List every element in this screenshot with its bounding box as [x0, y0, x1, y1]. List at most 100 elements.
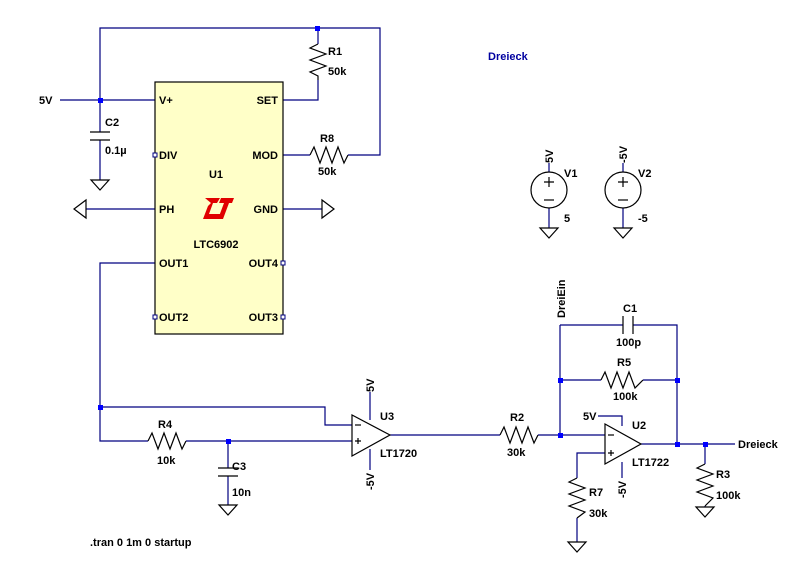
r7-body	[567, 477, 587, 519]
pin-out2	[152, 314, 158, 320]
c1-value: 100p	[616, 337, 641, 349]
schematic-title: Dreieck	[488, 51, 529, 63]
r8-value: 50k	[318, 166, 337, 178]
u2-vneg: -5V	[617, 480, 629, 498]
v1-plus	[544, 177, 554, 187]
v1-ref: V1	[564, 168, 577, 180]
junction	[675, 378, 680, 383]
wire-c1	[560, 324, 678, 444]
pin-out3	[280, 314, 286, 320]
pin-div	[152, 152, 158, 158]
u2-triangle	[604, 422, 643, 466]
ground-icon	[612, 227, 634, 239]
junction	[558, 433, 563, 438]
v1-value: 5	[564, 213, 570, 225]
spice-directive: .tran 0 1m 0 startup	[90, 537, 192, 549]
ic-body	[154, 81, 284, 335]
net-label-output: Dreieck	[738, 439, 779, 451]
v1-net: 5V	[544, 149, 556, 163]
pin-label-out4: OUT4	[249, 258, 279, 270]
c2-body	[90, 131, 110, 141]
pin-label-ph: PH	[159, 204, 174, 216]
junction	[226, 439, 231, 444]
pin-label-div: DIV	[159, 150, 178, 162]
r4-body	[147, 431, 187, 451]
resistor-r2[interactable]: R2 30k	[499, 412, 539, 459]
r1-value: 50k	[328, 66, 347, 78]
pin-label-vplus: V+	[159, 95, 173, 107]
v2-value: -5	[638, 213, 648, 225]
junction	[558, 378, 563, 383]
u2-part: LT1722	[632, 457, 669, 469]
wire-u2-vpos	[598, 415, 623, 426]
c3-value: 10n	[232, 487, 251, 499]
r1-body	[308, 43, 328, 80]
u3-part: LT1720	[380, 448, 417, 460]
u2-vpos: 5V	[583, 411, 597, 423]
pin-label-set: SET	[257, 95, 279, 107]
v2-ref: V2	[638, 168, 651, 180]
r4-ref: R4	[158, 419, 173, 431]
resistor-r3[interactable]: R3 100k	[695, 463, 741, 507]
resistor-r5[interactable]: R5 100k	[600, 357, 644, 403]
ground-icon	[89, 179, 111, 191]
capacitor-c2[interactable]: C2 0.1µ	[90, 117, 127, 157]
u2-ref: U2	[632, 420, 646, 432]
wire-u3-inv	[100, 406, 352, 426]
ground-icon	[566, 541, 588, 553]
r3-value: 100k	[716, 490, 741, 502]
r4-value: 10k	[157, 455, 176, 467]
voltage-source-v1[interactable]: 5V V1 5	[530, 149, 577, 225]
v2-circle	[604, 171, 642, 209]
r5-ref: R5	[617, 357, 631, 369]
c2-ref: C2	[105, 117, 119, 129]
junctions	[98, 26, 708, 447]
voltage-source-v2[interactable]: -5V V2 -5	[604, 145, 651, 225]
r5-body	[600, 370, 644, 390]
wire-out1	[99, 262, 155, 442]
c3-ref: C3	[232, 461, 246, 473]
comparator-u3[interactable]: 5V -5V U3 LT1720	[351, 378, 417, 490]
r7-value: 30k	[589, 508, 608, 520]
linear-logo-icon	[203, 198, 234, 219]
pin-label-out3: OUT3	[249, 312, 278, 324]
wires	[60, 27, 735, 542]
u3-vneg: -5V	[365, 472, 377, 490]
pin-label-gnd: GND	[254, 204, 279, 216]
resistor-r1[interactable]: R1 50k	[308, 43, 347, 80]
net-label-dreiein: DreiEin	[556, 279, 568, 318]
u3-vpos: 5V	[365, 378, 377, 392]
r7-ref: R7	[589, 487, 603, 499]
ic-part: LTC6902	[193, 239, 238, 251]
ground-symbols	[73, 179, 716, 553]
junction	[703, 442, 708, 447]
ic-u1[interactable]: V+ DIV PH OUT1 OUT2 SET MOD GND OUT4 OUT…	[152, 81, 286, 335]
v2-net: -5V	[618, 145, 630, 163]
pin-out4	[280, 260, 286, 266]
capacitor-c1[interactable]: C1 100p	[616, 303, 641, 349]
resistor-r7[interactable]: R7 30k	[567, 477, 608, 520]
r8-ref: R8	[320, 133, 334, 145]
c1-body	[622, 316, 634, 334]
c1-ref: C1	[623, 303, 637, 315]
pin-label-mod: MOD	[252, 150, 278, 162]
u3-ref: U3	[380, 411, 394, 423]
r3-body	[695, 463, 715, 507]
u2-noninv-sign	[608, 450, 614, 456]
r8-body	[309, 145, 349, 165]
junction	[315, 26, 320, 31]
resistor-r8[interactable]: R8 50k	[309, 133, 349, 178]
opamp-u2[interactable]: 5V -5V U2 LT1722	[583, 411, 669, 498]
resistor-r4[interactable]: R4 10k	[147, 419, 187, 467]
r2-ref: R2	[510, 412, 524, 424]
u3-triangle	[351, 414, 392, 458]
wire-r1-set	[283, 28, 319, 101]
v1-circle	[530, 171, 568, 209]
net-label-supply: 5V	[39, 95, 53, 107]
junction	[98, 405, 103, 410]
wire-u2-plus	[576, 452, 605, 542]
capacitor-c3[interactable]: C3 10n	[218, 461, 251, 499]
c3-body	[218, 467, 238, 477]
r3-ref: R3	[716, 469, 730, 481]
